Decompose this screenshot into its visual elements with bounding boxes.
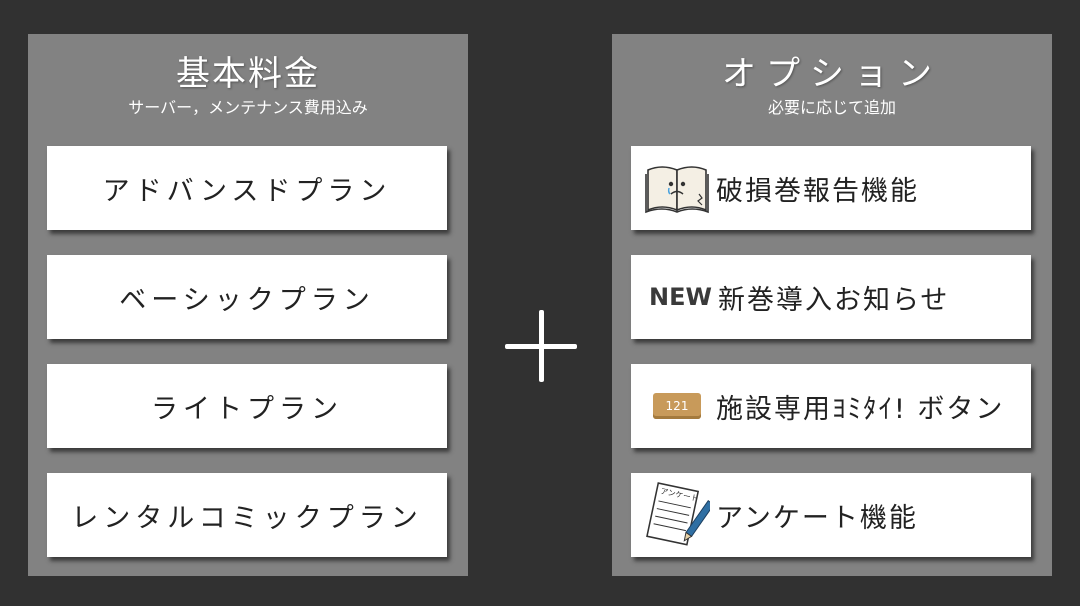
damaged-book-icon bbox=[644, 155, 710, 221]
base-fee-panel: 基本料金 サーバー，メンテナンス費用込み アドバンスドプラン ベーシックプラン … bbox=[28, 34, 468, 576]
plan-card-advanced[interactable]: アドバンスドプラン bbox=[47, 146, 447, 230]
option-label: 破損巻報告機能 bbox=[716, 175, 919, 207]
options-title: オプション bbox=[722, 54, 942, 94]
options-panel: オプション 必要に応じて追加 破損巻報告機能 NEW 新巻導入お知らせ 121 … bbox=[612, 34, 1052, 576]
plan-card-basic[interactable]: ベーシックプラン bbox=[47, 255, 447, 339]
counter-icon: 121 bbox=[644, 373, 710, 439]
plus-icon bbox=[505, 310, 577, 382]
option-card-facility-button[interactable]: 121 施設専用ﾖﾐﾀｲ! ボタン bbox=[631, 364, 1031, 448]
option-card-survey[interactable]: アンケート アンケート機能 bbox=[631, 473, 1031, 557]
plan-label: ライトプラン bbox=[151, 393, 343, 425]
option-label: 施設専用ﾖﾐﾀｲ! ボタン bbox=[716, 393, 1005, 425]
plan-card-rental-comic[interactable]: レンタルコミックプラン bbox=[47, 473, 447, 557]
base-fee-subtitle: サーバー，メンテナンス費用込み bbox=[128, 98, 368, 117]
new-badge-icon: NEW bbox=[649, 283, 712, 311]
counter-value: 121 bbox=[653, 393, 701, 419]
options-subtitle: 必要に応じて追加 bbox=[767, 98, 896, 117]
plan-card-light[interactable]: ライトプラン bbox=[47, 364, 447, 448]
option-label: 新巻導入お知らせ bbox=[717, 284, 950, 316]
plan-label: ベーシックプラン bbox=[119, 284, 375, 316]
plan-label: レンタルコミックプラン bbox=[71, 502, 423, 534]
survey-sheet-icon: アンケート bbox=[644, 482, 710, 548]
option-label: アンケート機能 bbox=[716, 502, 918, 534]
base-fee-title: 基本料金 bbox=[176, 54, 320, 94]
option-card-new-volume-notice[interactable]: NEW 新巻導入お知らせ bbox=[631, 255, 1031, 339]
plan-label: アドバンスドプラン bbox=[102, 175, 392, 207]
option-card-damage-report[interactable]: 破損巻報告機能 bbox=[631, 146, 1031, 230]
